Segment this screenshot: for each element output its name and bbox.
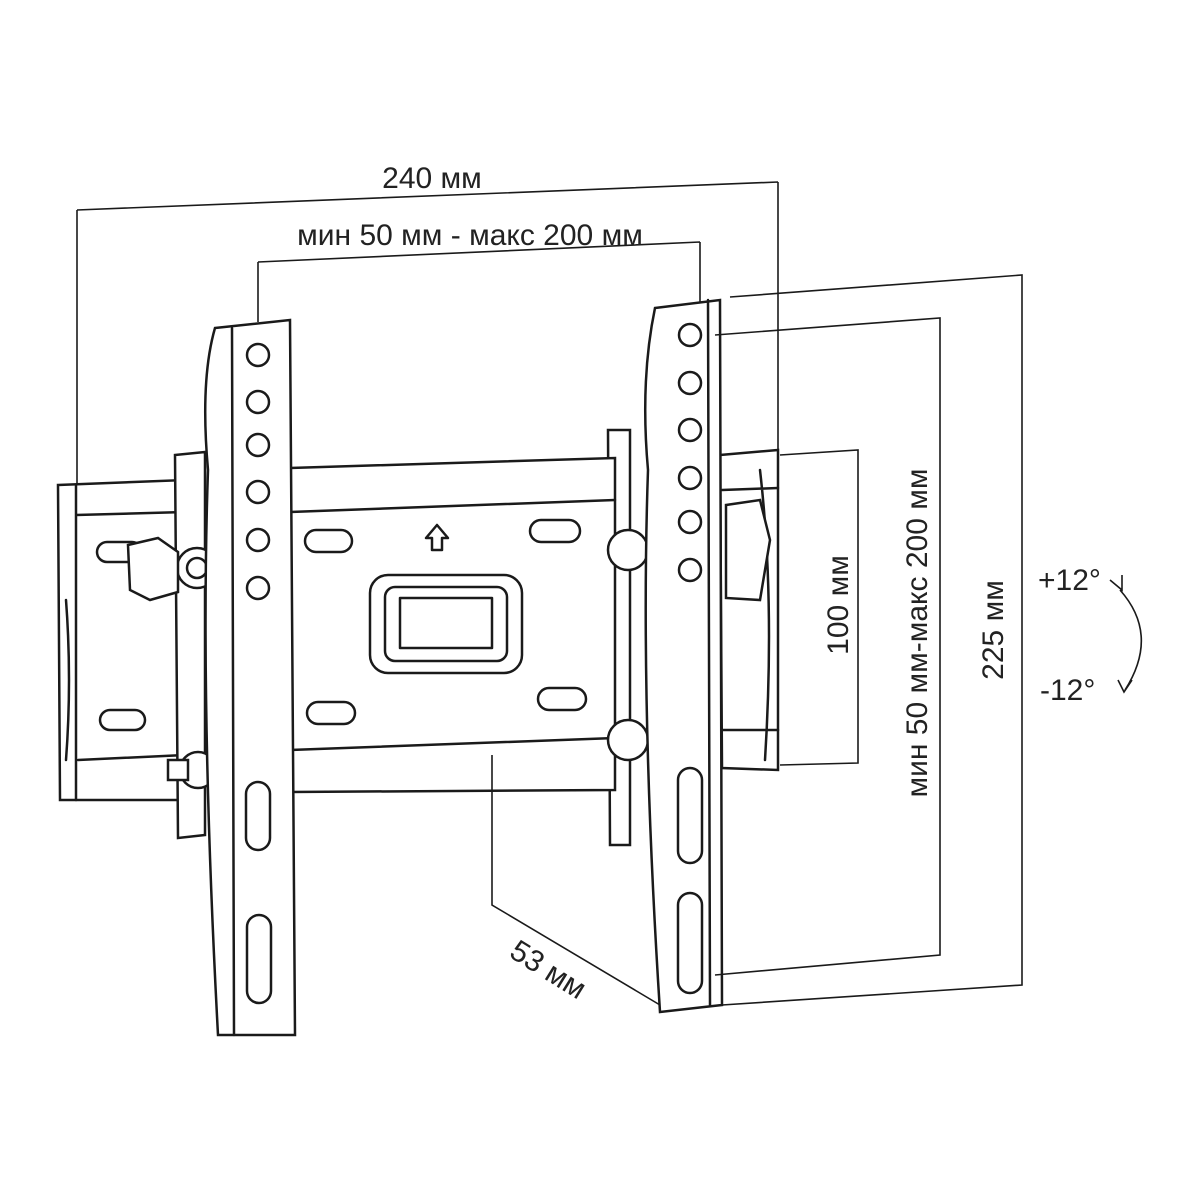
rail-slot <box>244 780 272 852</box>
rail-hole <box>677 370 703 396</box>
horizontal-vesa-label: мин 50 мм - макс 200 мм <box>297 219 643 252</box>
depth-label: 53 мм <box>504 934 592 1006</box>
rail-hole <box>677 417 703 443</box>
rail-hole <box>245 432 271 458</box>
rail-hole <box>245 527 271 553</box>
plate-slot <box>528 518 582 544</box>
rail-slot <box>676 766 704 865</box>
plate-slot <box>536 686 588 712</box>
dimension-lines <box>76 181 1143 1006</box>
right-rail <box>643 298 724 1014</box>
rail-hole <box>245 479 271 505</box>
overall-width-label: 240 мм <box>382 162 482 195</box>
vertical-vesa-label: мин 50 мм-макс 200 мм <box>901 469 934 798</box>
rail-hole <box>245 389 271 415</box>
left-rail <box>203 318 297 1037</box>
rail-hole <box>245 342 271 368</box>
rail-hole <box>677 465 703 491</box>
rail-hole <box>677 557 703 583</box>
tilt-down-label: -12° <box>1040 674 1095 707</box>
rail-hole <box>245 575 271 601</box>
rail-hole <box>677 322 703 348</box>
overall-height-label: 225 мм <box>977 580 1010 680</box>
tilt-up-label: +12° <box>1038 564 1101 597</box>
plate-slot <box>303 528 354 554</box>
plate-slot <box>305 700 357 726</box>
vesa-center-frame <box>368 573 524 675</box>
bracket-height-label: 100 мм <box>822 555 855 655</box>
rail-hole <box>677 509 703 535</box>
center-plate <box>288 456 617 794</box>
tilt-arrow-icon <box>1109 575 1143 694</box>
bracket-slot <box>98 708 147 732</box>
rail-slot <box>676 891 704 995</box>
up-arrow-icon <box>424 523 450 552</box>
rail-slot <box>245 913 273 1005</box>
